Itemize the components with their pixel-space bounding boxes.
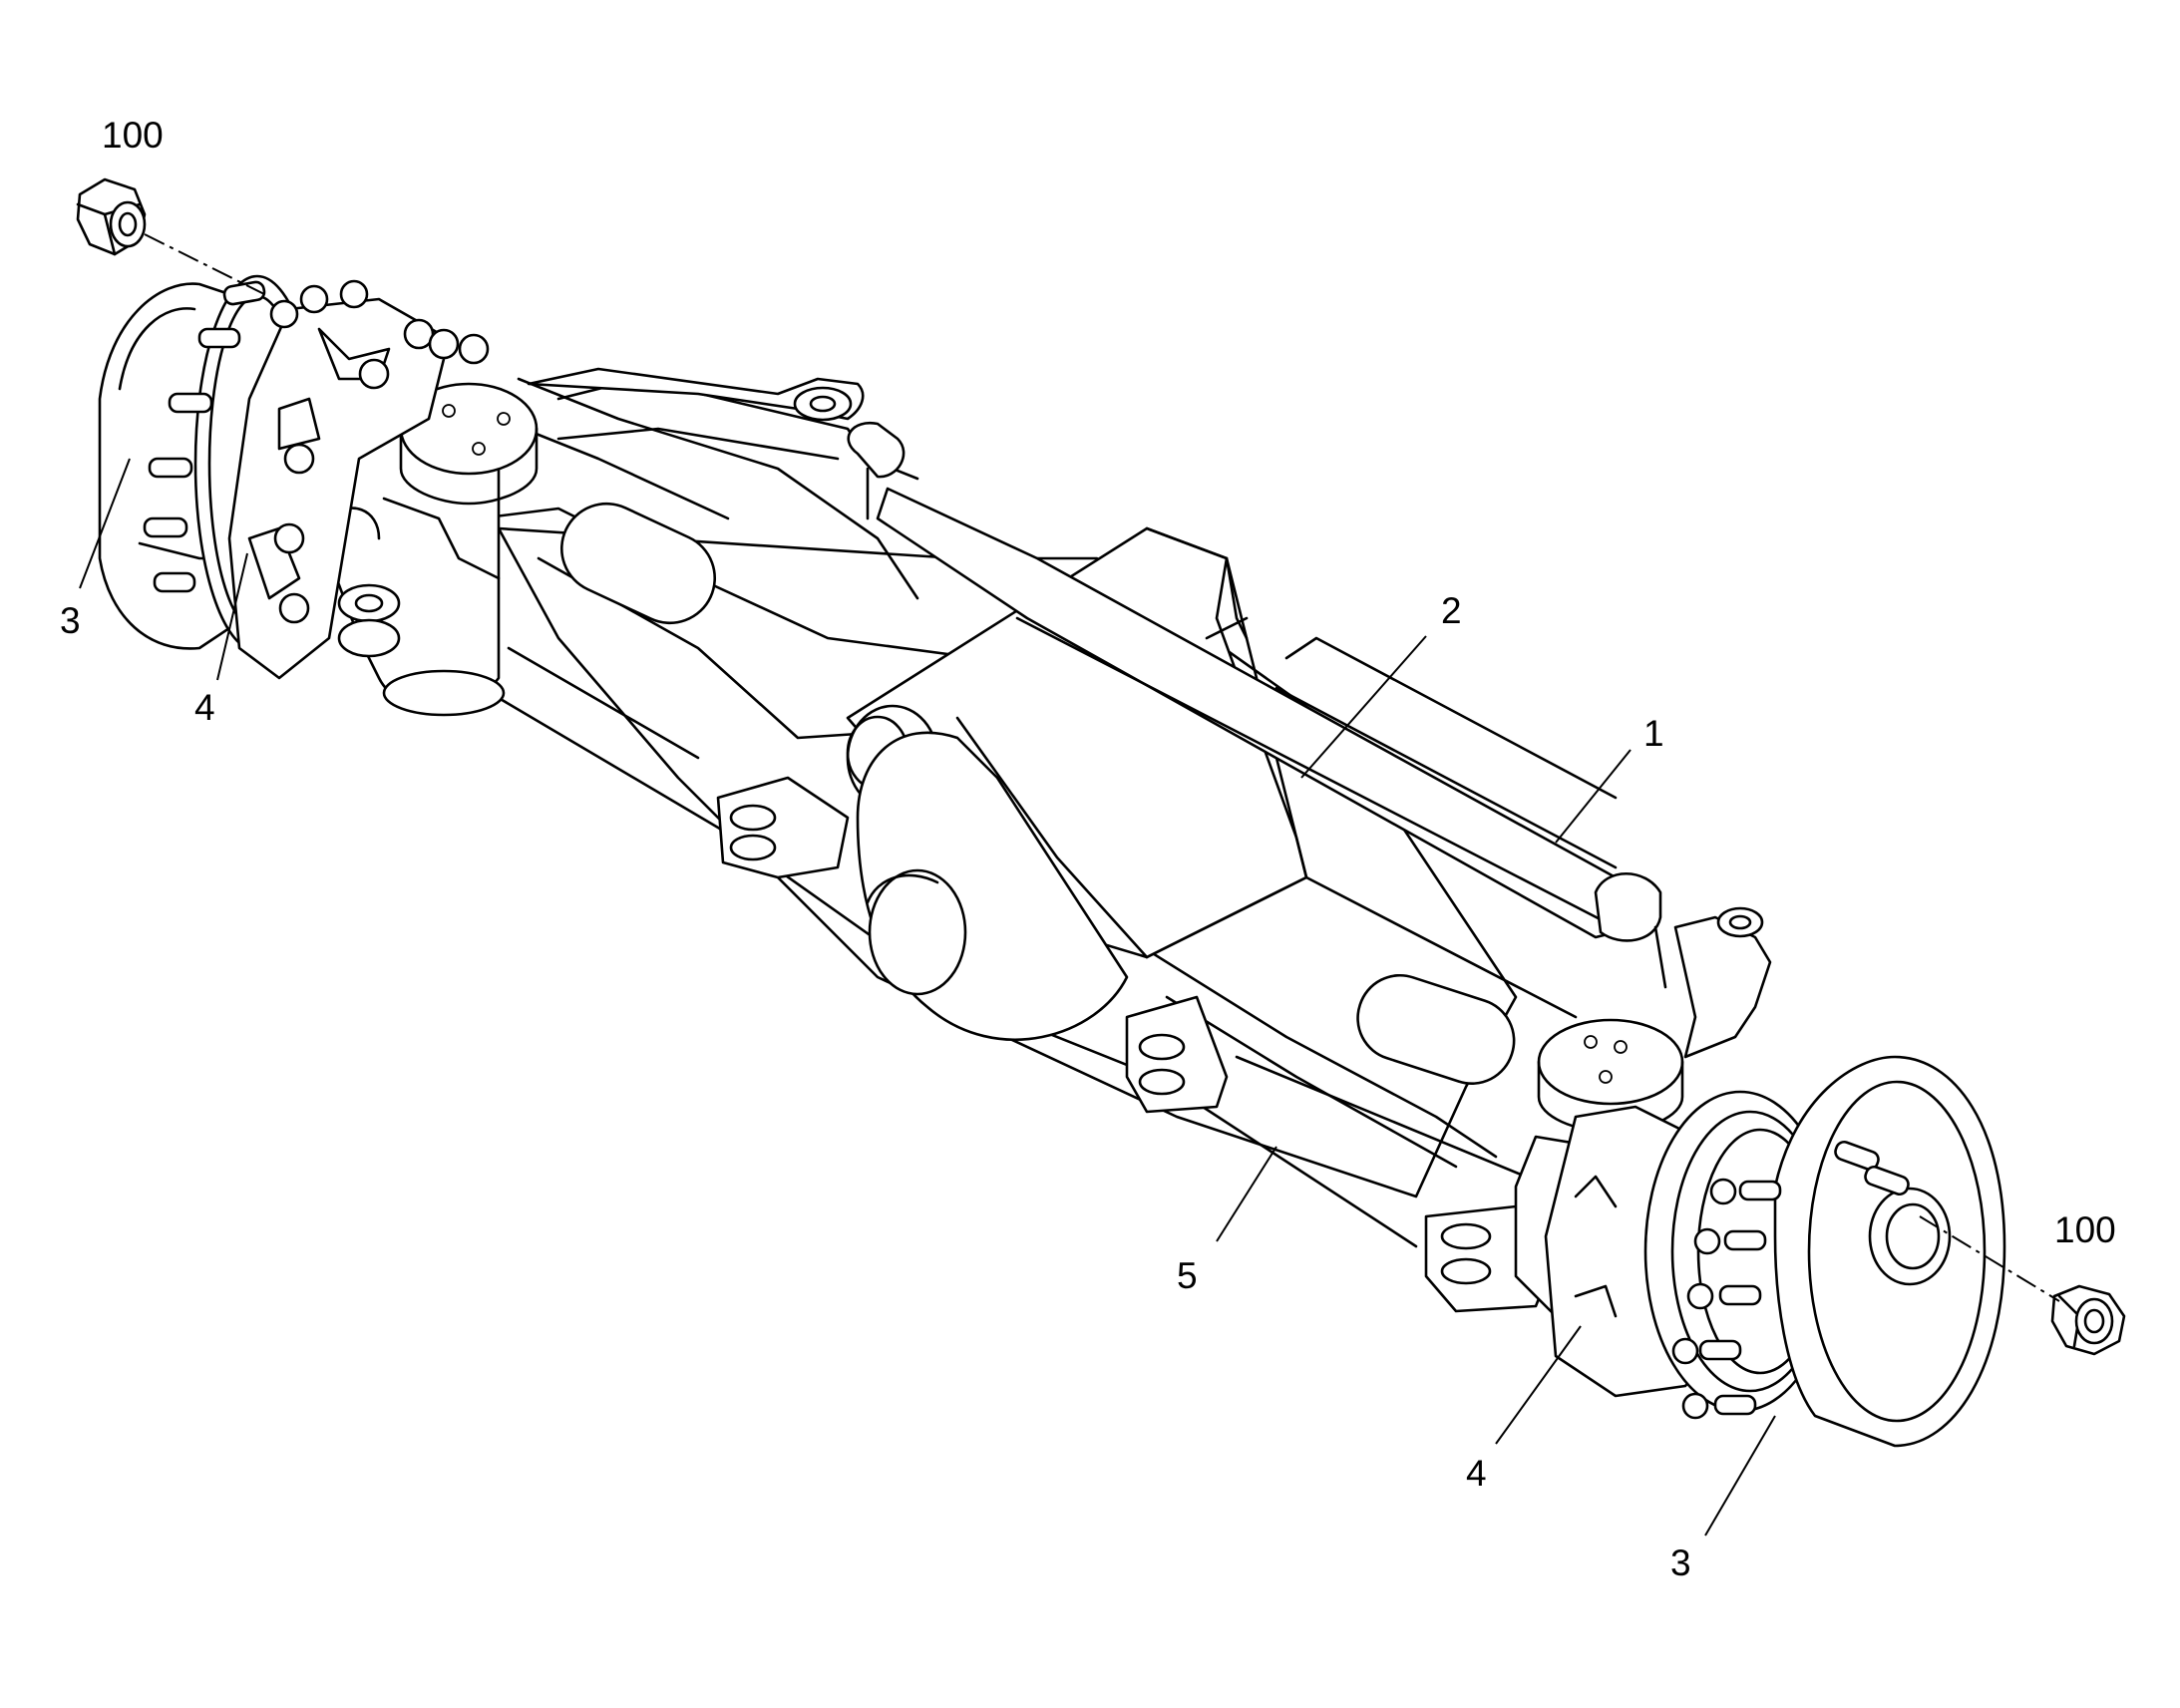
callout-4-left: 4 <box>194 687 215 728</box>
flange-nuts-left <box>269 279 490 624</box>
steering-arm-right <box>1673 906 1772 1059</box>
leader-lines <box>79 458 1776 1537</box>
wheel-studs-left <box>143 280 266 593</box>
callouts: 100 100 1 2 3 3 4 4 5 <box>60 115 2116 1583</box>
flange-nuts-right <box>1671 1178 1737 1420</box>
tie-rod <box>556 377 1667 989</box>
callout-3-right: 3 <box>1670 1542 1691 1583</box>
wheel-hub-right <box>1643 1055 2006 1448</box>
callout-2: 2 <box>1441 590 1462 631</box>
callout-4-right: 4 <box>1466 1453 1487 1494</box>
callout-5: 5 <box>1177 1255 1198 1296</box>
differential-bracket <box>846 526 1578 1041</box>
wheel-studs-right <box>1698 1140 1910 1416</box>
callout-3-left: 3 <box>60 600 81 641</box>
hub-nut-left <box>76 177 147 256</box>
centerline-right <box>1919 1215 2060 1302</box>
hub-nut-right <box>2050 1284 2126 1356</box>
wheel-hub-left <box>98 274 490 680</box>
centerline-left <box>144 233 265 295</box>
steering-arm-left <box>527 367 865 422</box>
callout-100-left: 100 <box>102 115 164 156</box>
callout-100-right: 100 <box>2054 1209 2116 1250</box>
callout-1: 1 <box>1643 713 1664 754</box>
